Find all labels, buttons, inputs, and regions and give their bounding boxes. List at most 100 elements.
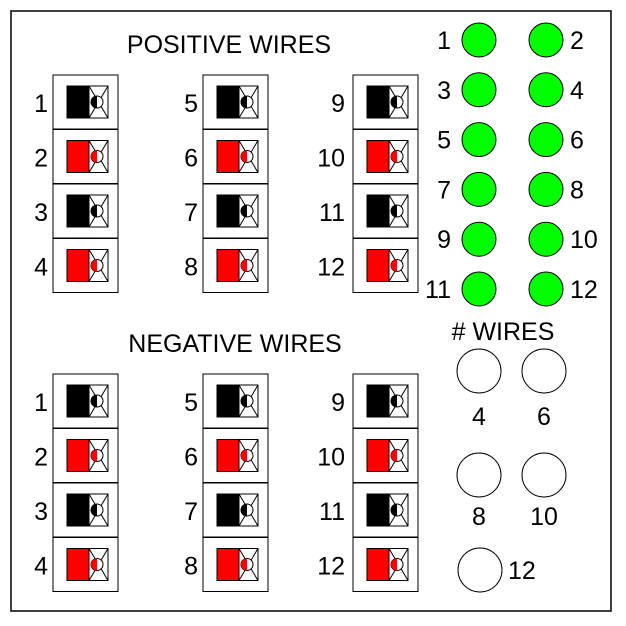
negative-wire-terminal-6[interactable] <box>202 428 269 483</box>
black-clip <box>216 493 240 527</box>
wire-count-button-4[interactable] <box>456 348 502 394</box>
negative-wire-number: 1 <box>34 389 48 417</box>
positive-wire-number: 11 <box>319 199 345 227</box>
positive-wire-terminal-6[interactable] <box>202 129 269 184</box>
wire-count-button-10[interactable] <box>521 452 567 498</box>
positive-wire-terminal-1[interactable] <box>52 74 119 130</box>
black-clip <box>366 384 390 418</box>
post-half-dot <box>241 395 247 407</box>
positive-wire-number: 8 <box>184 254 198 282</box>
red-clip <box>66 249 90 282</box>
positive-wire-terminal-7[interactable] <box>202 183 269 239</box>
black-clip <box>366 194 390 228</box>
black-clip <box>66 493 90 527</box>
indicator-number: 2 <box>570 27 584 55</box>
black-clip <box>216 384 240 418</box>
indicator-led-10 <box>528 221 564 257</box>
red-clip <box>216 548 240 581</box>
negative-wire-terminal-9[interactable] <box>352 373 419 429</box>
positive-wire-number: 2 <box>34 145 48 173</box>
positive-wire-number: 10 <box>317 145 345 173</box>
post-half-dot <box>91 558 97 571</box>
indicator-led-12 <box>528 271 564 307</box>
red-clip <box>66 548 90 581</box>
wire-count-button-12[interactable] <box>457 547 503 593</box>
negative-wire-terminal-11[interactable] <box>352 482 419 538</box>
negative-wire-terminal-4[interactable] <box>52 537 119 592</box>
indicator-number: 7 <box>437 176 451 204</box>
indicator-led-6 <box>528 122 564 158</box>
positive-wire-number: 5 <box>184 90 198 118</box>
indicator-led-2 <box>528 22 564 58</box>
post-half-dot <box>91 205 97 217</box>
negative-wire-terminal-1[interactable] <box>52 373 119 429</box>
red-clip <box>366 439 390 472</box>
black-clip <box>66 194 90 228</box>
positive-wire-terminal-12[interactable] <box>352 238 419 293</box>
post-half-dot <box>91 96 97 108</box>
indicator-led-4 <box>528 72 564 108</box>
positive-wire-terminal-5[interactable] <box>202 74 269 130</box>
negative-wire-terminal-10[interactable] <box>352 428 419 483</box>
indicator-led-1 <box>461 22 497 58</box>
positive-wire-terminal-10[interactable] <box>352 129 419 184</box>
negative-wire-number: 10 <box>317 444 345 472</box>
wire-count-label: 6 <box>537 403 551 431</box>
post-half-dot <box>91 504 97 516</box>
positive-wire-terminal-11[interactable] <box>352 183 419 239</box>
positive-wire-number: 12 <box>317 254 345 282</box>
negative-wire-number: 12 <box>317 553 345 581</box>
red-clip <box>366 548 390 581</box>
positive-wire-terminal-4[interactable] <box>52 238 119 293</box>
negative-wire-terminal-2[interactable] <box>52 428 119 483</box>
indicator-led-7 <box>461 171 497 207</box>
post-half-dot <box>391 558 397 571</box>
post-half-dot <box>241 259 247 272</box>
post-half-dot <box>391 449 397 462</box>
black-clip <box>66 384 90 418</box>
post-half-dot <box>241 205 247 217</box>
red-clip <box>216 439 240 472</box>
positive-wire-number: 7 <box>184 199 198 227</box>
positive-wire-terminal-9[interactable] <box>352 74 419 130</box>
black-clip <box>66 85 90 119</box>
negative-wire-number: 5 <box>184 389 198 417</box>
negative-wire-number: 9 <box>331 389 345 417</box>
red-clip <box>66 439 90 472</box>
wire-count-title: # WIRES <box>452 318 555 346</box>
red-clip <box>216 249 240 282</box>
post-half-dot <box>391 96 397 108</box>
post-half-dot <box>241 150 247 163</box>
negative-wire-terminal-3[interactable] <box>52 482 119 538</box>
post-half-dot <box>391 395 397 407</box>
black-clip <box>216 85 240 119</box>
negative-wire-terminal-12[interactable] <box>352 537 419 592</box>
positive-wire-number: 6 <box>184 145 198 173</box>
indicator-led-8 <box>528 171 564 207</box>
wire-count-button-8[interactable] <box>456 452 502 498</box>
indicator-number: 12 <box>570 276 598 304</box>
black-clip <box>366 493 390 527</box>
indicator-number: 11 <box>425 276 451 304</box>
negative-wire-number: 2 <box>34 444 48 472</box>
red-clip <box>66 140 90 173</box>
positive-wire-terminal-3[interactable] <box>52 183 119 239</box>
negative-wire-terminal-5[interactable] <box>202 373 269 429</box>
positive-wire-terminal-2[interactable] <box>52 129 119 184</box>
negative-wire-terminal-7[interactable] <box>202 482 269 538</box>
indicator-number: 9 <box>437 226 451 254</box>
positive-wire-terminal-8[interactable] <box>202 238 269 293</box>
post-half-dot <box>391 259 397 272</box>
red-clip <box>216 140 240 173</box>
indicator-number: 6 <box>570 127 584 155</box>
positive-wire-number: 1 <box>34 90 48 118</box>
red-clip <box>366 249 390 282</box>
negative-wire-number: 3 <box>34 498 48 526</box>
negative-wires-title: NEGATIVE WIRES <box>128 330 341 358</box>
negative-wire-terminal-8[interactable] <box>202 537 269 592</box>
positive-wire-number: 3 <box>34 199 48 227</box>
wire-count-button-6[interactable] <box>521 348 567 394</box>
